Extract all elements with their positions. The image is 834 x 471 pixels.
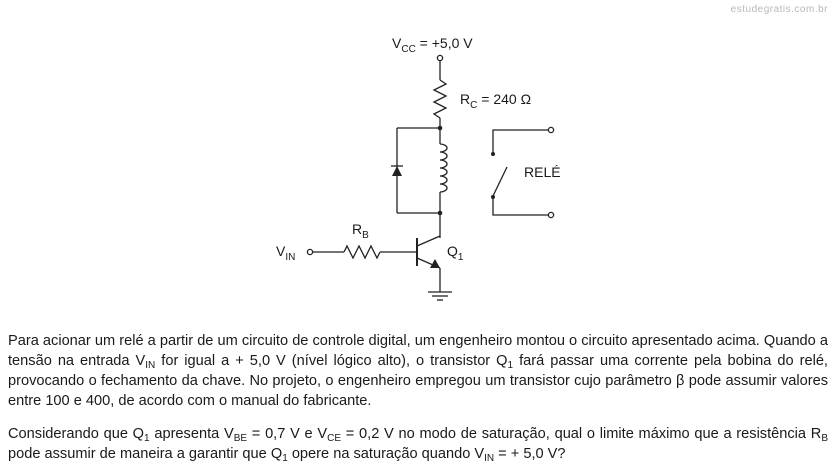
relay-contact-top bbox=[492, 129, 548, 154]
relay-circuit-diagram: VCC = +5,0 V RC = 240 Ω RB VIN Q1 RELÉ bbox=[276, 35, 561, 301]
relay-coil bbox=[439, 143, 448, 193]
vin-terminal bbox=[306, 248, 314, 256]
vcc-label: VCC = +5,0 V bbox=[392, 35, 473, 55]
relay-switch-blade bbox=[492, 166, 508, 197]
transistor-collector bbox=[416, 235, 441, 247]
q1-label: Q1 bbox=[447, 243, 464, 263]
vin-label: VIN bbox=[276, 243, 295, 263]
rc-label: RC = 240 Ω bbox=[460, 91, 531, 111]
question-paragraph-1: Para acionar um relé a partir de um circ… bbox=[8, 333, 828, 409]
diode-triangle bbox=[392, 166, 402, 176]
node-dot-top bbox=[437, 125, 443, 131]
node-dot-bottom bbox=[437, 210, 443, 216]
rele-label: RELÉ bbox=[524, 164, 561, 180]
vcc-terminal bbox=[436, 54, 444, 62]
rc-resistor bbox=[432, 79, 448, 119]
watermark: estudegratis.com.br bbox=[730, 4, 828, 15]
question-paragraph-2: Considerando que Q1 apresenta VBE = 0,7 … bbox=[8, 426, 828, 464]
transistor-emitter-arrow bbox=[430, 259, 440, 268]
rb-resistor bbox=[343, 244, 381, 260]
relay-contact-bottom bbox=[492, 197, 548, 216]
rb-label: RB bbox=[352, 221, 369, 241]
